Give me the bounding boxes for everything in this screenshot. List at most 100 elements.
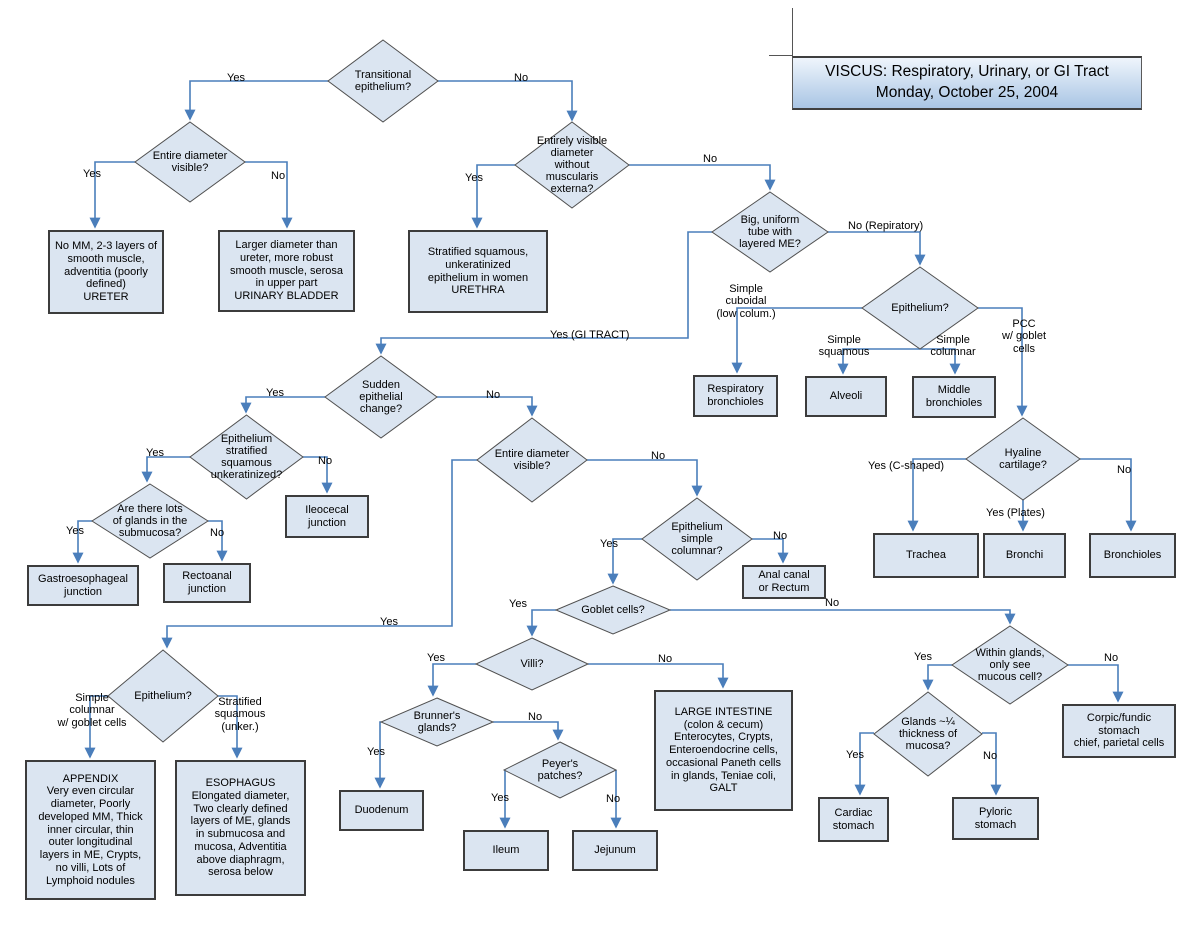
result-label: Trachea (906, 549, 946, 562)
edge-label-sudden-no: No (486, 389, 501, 401)
result-ileum: Ileum (463, 830, 549, 871)
decision-big-uniform-tube: Big, uniform tube with layered ME? (712, 192, 828, 272)
connector-transitional-yes (184, 80, 328, 121)
edge-label-transitional-no: No (514, 72, 529, 84)
connector-transitional-no (437, 80, 578, 122)
connector-hyaline-cshaped (907, 458, 966, 532)
edge-label-glandslots-no: No (210, 527, 225, 539)
decision-transitional-epithelium: Transitional epithelium? (328, 40, 438, 122)
connector-glandslots-yes (72, 520, 92, 564)
title-shadow-vertical-line (792, 8, 793, 56)
result-label: Bronchioles (1103, 549, 1162, 562)
edge-label-entirely-yes: Yes (465, 172, 483, 184)
edge-label-peyers-no: No (606, 793, 621, 805)
result-duodenum: Duodenum (339, 790, 424, 831)
result-bronchi: Bronchi (983, 533, 1066, 578)
edge-label-withinglands-no: No (1104, 652, 1119, 664)
result-label: APPENDIX Very even circular diameter, Po… (38, 772, 143, 887)
result-bronchioles: Bronchioles (1089, 533, 1176, 578)
edge-label-episimplecol-no: No (773, 530, 788, 542)
edge-label-peyers-yes: Yes (491, 792, 509, 804)
decision-entire-diameter-visible-2: Entire diameter visible? (477, 418, 587, 502)
result-label: Duodenum (354, 804, 409, 817)
connector-entire2-no (587, 459, 703, 497)
edge-label-glandslots-yes: Yes (66, 525, 84, 537)
result-respiratory-bronchioles: Respiratory bronchioles (693, 375, 778, 417)
edge-label-glandsquarter-yes: Yes (846, 749, 864, 761)
result-gastroesophageal-junction: Gastroesophageal junction (27, 565, 139, 606)
edge-label-entire2-yes: Yes (380, 616, 398, 628)
edge-label-entire1-no: No (271, 170, 286, 182)
connector-glandsquarter-no (982, 732, 1002, 796)
result-esophagus: ESOPHAGUS Elongated diameter, Two clearl… (175, 760, 306, 896)
edge-label-sudden-yes: Yes (266, 387, 284, 399)
result-trachea: Trachea (873, 533, 979, 578)
decision-entirely-visible-without-me: Entirely visible diameter without muscul… (515, 122, 629, 208)
result-label: Rectoanal junction (182, 570, 232, 595)
result-label: Jejunum (594, 844, 636, 857)
result-label: Stratified squamous, unkeratinized epith… (427, 246, 529, 297)
result-label: Middle bronchioles (925, 384, 983, 409)
connector-entire1-no (245, 161, 293, 229)
edge-label-hyaline-plates: Yes (Plates) (986, 507, 1045, 519)
decision-glands-quarter-thickness: Glands ~¼ thickness of mucosa? (874, 692, 982, 776)
connector-epigi-stratified (218, 695, 243, 759)
result-label: Pyloric stomach (974, 805, 1017, 831)
result-label: Larger diameter than ureter, more robust… (229, 239, 344, 303)
decision-epithelium-simple-columnar: Epithelium simple columnar? (642, 498, 752, 580)
connector-glandslots-no (208, 520, 228, 562)
result-alveoli: Alveoli (805, 376, 887, 417)
edge-label-simple-cuboidal: Simple cuboidal (low colum.) (716, 283, 776, 320)
decision-sudden-epithelial-change: Sudden epithelial change? (325, 356, 437, 438)
edge-label-goblet-no: No (825, 597, 840, 609)
result-label: LARGE INTESTINE (colon & cecum) Enterocy… (666, 705, 781, 795)
title-shadow-horizontal-line (769, 55, 793, 56)
edge-label-simple-columnar: Simple columnar (930, 334, 976, 359)
edge-label-villi-yes: Yes (427, 652, 445, 664)
result-appendix: APPENDIX Very even circular diameter, Po… (25, 760, 156, 900)
result-label: Respiratory bronchioles (707, 383, 764, 408)
connector-epistrat-no (303, 456, 333, 494)
title-box: VISCUS: Respiratory, Urinary, or GI Trac… (792, 56, 1142, 110)
result-label: Cardiac stomach (832, 806, 875, 832)
connector-epi-simple-cuboidal (731, 307, 862, 374)
connector-bigtube-yes-gi (375, 231, 712, 355)
edge-label-hyaline-no: No (1117, 464, 1132, 476)
connector-withinglands-no (1068, 664, 1124, 703)
edge-label-pcc-goblet: PCC w/ goblet cells (1001, 318, 1047, 355)
edge-label-simple-squamous: Simple squamous (818, 334, 870, 359)
connector-entirely-no (629, 164, 776, 191)
connector-epistrat-yes (141, 456, 190, 483)
decision-goblet-cells: Goblet cells? (556, 586, 670, 634)
edge-label-no-repiratory: No (Repiratory) (848, 220, 924, 232)
connector-villi-no (588, 663, 729, 689)
connector-epi-simple-columnar (920, 348, 961, 375)
edge-label-hyaline-cshaped: Yes (C-shaped) (868, 460, 945, 472)
decision-entire-diameter-visible-1: Entire diameter visible? (135, 122, 245, 202)
connector-epi-simple-squamous (837, 348, 920, 375)
edge-label-entire1-yes: Yes (83, 168, 101, 180)
edge-label-transitional-yes: Yes (227, 72, 245, 84)
result-label: Gastroesophageal junction (38, 572, 128, 598)
edge-label-villi-no: No (658, 653, 673, 665)
edge-label-yes-gi-tract: Yes (GI TRACT) (550, 329, 630, 341)
connector-brunners-no (493, 721, 564, 741)
result-urethra: Stratified squamous, unkeratinized epith… (408, 230, 548, 313)
title-line2: Monday, October 25, 2004 (875, 84, 1059, 101)
connector-goblet-no (670, 609, 1016, 625)
connector-glandsquarter-yes (854, 732, 874, 796)
connector-goblet-yes (526, 609, 556, 637)
result-label: Alveoli (829, 390, 863, 403)
decision-lots-of-glands-submucosa: Are there lots of glands in the submucos… (92, 484, 208, 558)
result-label: Anal canal or Rectum (758, 569, 810, 594)
result-label: ESOPHAGUS Elongated diameter, Two clearl… (190, 777, 291, 879)
edge-label-brunners-no: No (528, 711, 543, 723)
result-label: No MM, 2-3 layers of smooth muscle, adve… (54, 240, 158, 304)
result-corpic-fundic-stomach: Corpic/fundic stomach chief, parietal ce… (1062, 704, 1176, 758)
connector-villi-yes (427, 663, 476, 697)
edge-label-episimplecol-yes: Yes (600, 538, 618, 550)
edge-label-entirely-no: No (703, 153, 718, 165)
edge-label-simple-columnar-goblet: Simple columnar w/ goblet cells (57, 692, 127, 729)
decision-peyers-patches: Peyer's patches? (504, 742, 616, 798)
result-anal-canal-or-rectum: Anal canal or Rectum (742, 565, 826, 599)
